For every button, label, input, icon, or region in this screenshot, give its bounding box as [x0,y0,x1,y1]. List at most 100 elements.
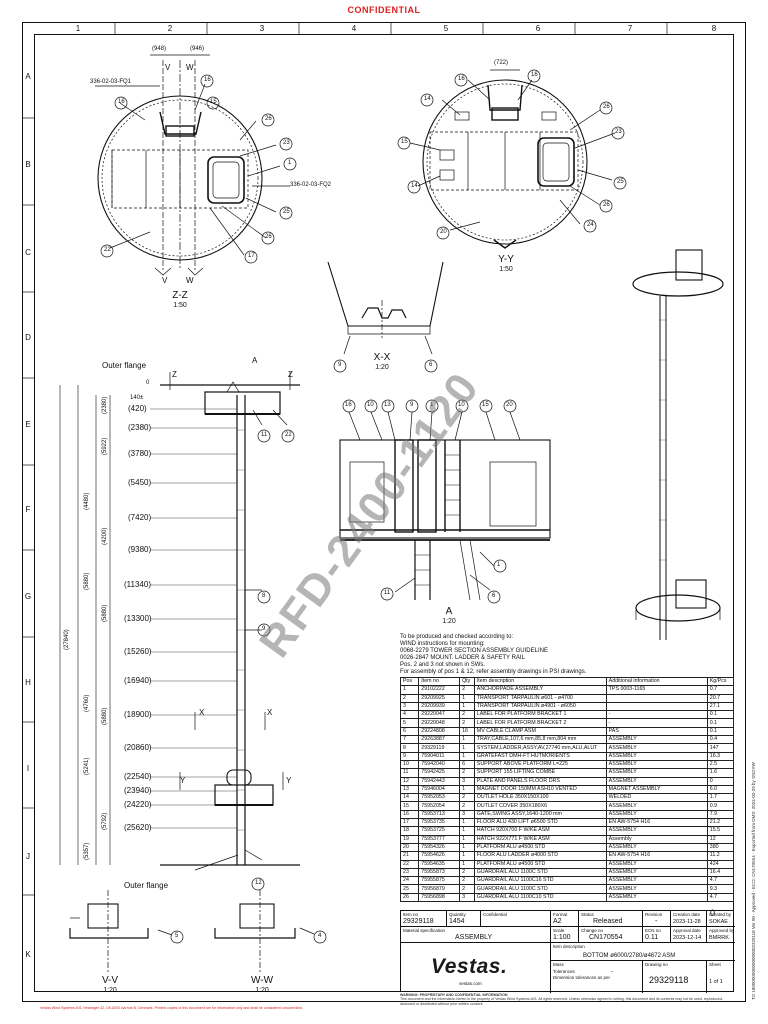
bom-header-row: Pos Item no Qty Item description Additio… [399,676,735,687]
bom-cell: 75904011 [418,751,461,761]
level-label: (420) [128,404,147,413]
tb-tolerance: Mass Tolerances Dimension tolerances as … [551,961,643,993]
tb-value: 29329118 [403,918,434,925]
bom-cell: 75953725 [418,826,461,836]
bom-cell: 22 [399,859,420,869]
bom-cell: 147 [706,743,735,753]
balloon: 16 [458,76,465,82]
bom-col-header: Pos [399,676,420,687]
tb-description: Item description BOTTOM ø6000/2780/ø4672… [551,943,735,961]
bom-cell: 2 [459,867,475,878]
bom-cell: FLOOR ALU LADDER ø4000 STD [473,851,607,861]
balloon: 16 [531,72,538,78]
bom-cell: 75955875 [418,876,461,886]
bom-cell: GUARDRAIL ALU 1100C STD [473,867,607,878]
balloon: 11 [384,590,391,596]
bom-cell: EN AW-5754 H16 [605,818,708,828]
bom-cell: SUPPORT 155 LIFTING COMBE [473,768,607,778]
dim-vert: (5792) [102,812,108,830]
grid-row: A [25,72,31,81]
outer-flange-top-label: Outer flange [102,361,147,370]
tb-revision: Revision- [643,911,671,927]
bom-cell: ASSEMBLY [605,759,708,770]
note-line: For assembly of pos 1 & 12, refer assemb… [400,669,587,675]
bom-cell: ANCHORPADE ASSEMBLY [473,685,607,695]
bom-cell: 24 [399,876,420,886]
tb-header: Revision [645,912,663,917]
bom-cell: 2 [459,884,475,894]
dim-vert: (5922) [102,437,108,455]
tb-value: BMRRK [709,935,729,941]
section-marker-v: V [165,63,171,72]
bom-cell: 2 [459,768,475,778]
level-label: (25620) [124,823,152,832]
bom-cell: 4.7 [706,876,735,886]
bom-cell: 11.2 [706,851,735,861]
balloon: 14 [411,183,418,189]
bom-cell: 3 [459,892,475,903]
tb-header: Quantity [449,912,466,917]
bom-cell: 29102222 [418,685,461,695]
bom-col-header: Kg/Pcs [706,676,735,687]
balloon: 4 [318,933,322,939]
view-yy [397,69,627,249]
view-title-ww: W-W [250,975,274,986]
grid-row: C [25,248,31,257]
footer-legal: WARNING: PROPRIETARY AND CONFIDENTIAL IN… [400,993,734,1006]
tb-header: Creation date [673,912,701,917]
bom-cell: 75954635 [418,859,461,869]
dim-vert: (4200) [102,527,108,545]
bom-cell: 16 [459,726,475,737]
bom-cell: 16 [399,809,420,820]
level-label: (7420) [128,513,152,522]
grid-col: 8 [711,24,717,33]
tb-header: Change no [581,928,604,933]
bom-cell: 1 [459,834,475,844]
tb-header: Sheet [709,962,721,967]
grid-row: B [25,160,31,169]
balloon: 26 [265,234,272,240]
balloon: 9 [410,402,414,408]
footer-warning: WARNING: PROPRIETARY AND CONFIDENTIAL IN… [400,993,508,997]
balloon: 11 [261,432,268,438]
bom-cell: 1 [459,826,475,836]
bom-cell: 13 [399,784,420,795]
section-marker-y: Y [286,776,292,785]
balloon: 22 [104,247,111,253]
level-label: (22540) [124,772,152,781]
bom-cell: ASSEMBLY [605,842,708,853]
tb-header: Scale [553,928,565,933]
bom-cell: 14 [399,793,420,803]
bom-cell: GUARDRAIL ALU 1100C10 STD [473,892,607,903]
bom-cell: EN AW-5754 H16 [605,851,708,861]
bom-cell: 12 [706,834,735,844]
balloon: 1 [497,562,501,568]
bom-cell: 29329119 [418,743,461,753]
view-scale-ww: 1:20 [255,987,269,994]
view-vv [69,890,184,972]
vestas-logo: Vestas. [431,955,508,978]
bom-cell: 75942040 [418,759,461,770]
tb-confidential: Confidential [481,911,551,927]
dim-label: (722) [494,60,509,66]
footer-paragraph: This document and the information herein… [400,997,724,1006]
balloon: 16 [204,77,211,83]
balloon: 20 [506,402,513,408]
grid-row: I [26,764,30,773]
bom-cell: 15.5 [706,826,735,836]
tb-value: 29329118 [649,975,689,985]
bom-cell: 29220047 [418,710,461,720]
section-marker-w: W [186,276,194,285]
bom-cell: 6.0 [706,784,735,795]
level-label: (20860) [124,743,152,752]
